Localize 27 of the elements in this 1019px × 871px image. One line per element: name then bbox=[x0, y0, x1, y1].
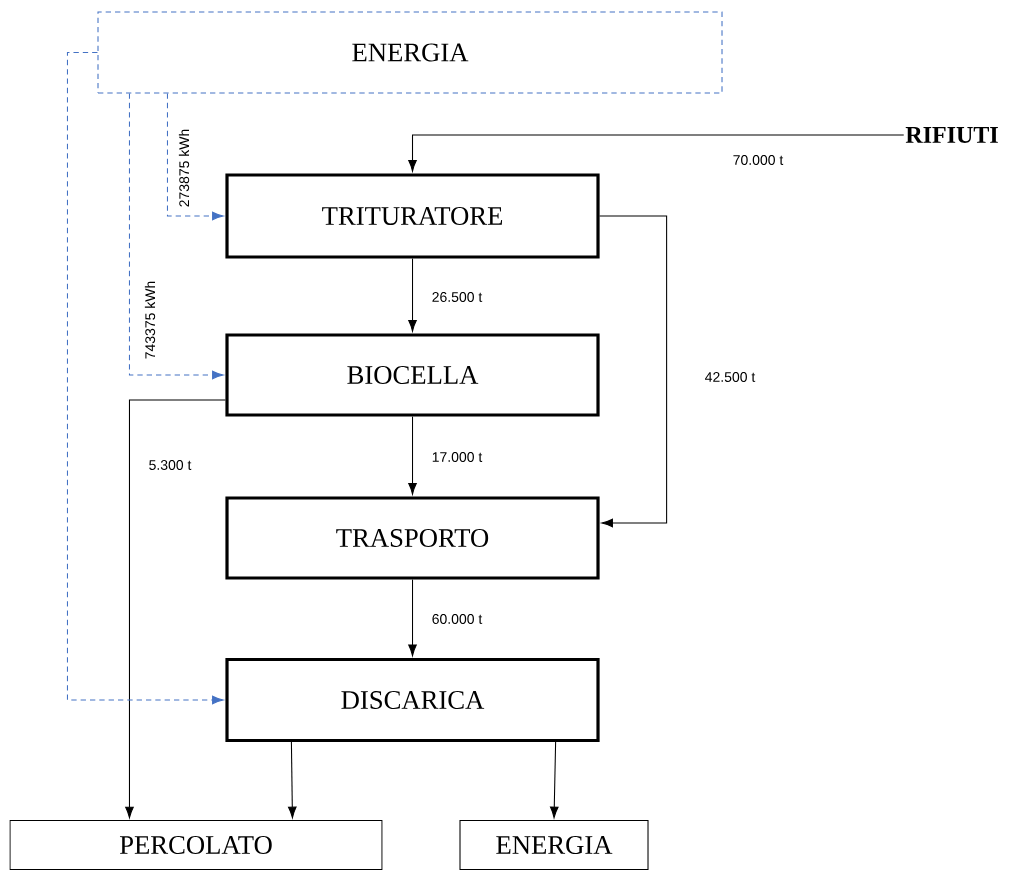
edge-label: 42.500 t bbox=[703, 370, 757, 384]
edge-label: 5.300 t bbox=[147, 458, 193, 472]
arrow bbox=[128, 93, 224, 380]
arrow bbox=[166, 93, 224, 221]
arrow bbox=[408, 416, 417, 495]
process-box: TRASPORTO bbox=[225, 496, 600, 580]
process-box: DISCARICA bbox=[225, 657, 600, 743]
edge-label: 60.000 t bbox=[430, 612, 484, 626]
process-box: ENERGIA bbox=[97, 11, 723, 94]
edge-label: 273875 kWh bbox=[177, 127, 191, 209]
process-box: BIOCELLA bbox=[225, 333, 600, 417]
arrow bbox=[288, 741, 297, 819]
source-label: RIFIUTI bbox=[905, 127, 998, 143]
edge-label: 17.000 t bbox=[430, 450, 484, 464]
arrow bbox=[408, 258, 417, 332]
arrow bbox=[125, 399, 226, 819]
edge-label: 26.500 t bbox=[430, 290, 484, 304]
process-box: ENERGIA bbox=[459, 819, 649, 871]
process-box: PERCOLATO bbox=[9, 819, 383, 871]
arrow bbox=[408, 579, 417, 657]
edge-label: 70.000 t bbox=[731, 153, 785, 167]
arrow bbox=[66, 51, 224, 705]
arrow bbox=[408, 134, 905, 172]
process-box: TRITURATORE bbox=[225, 173, 600, 259]
arrow bbox=[549, 741, 559, 819]
arrow bbox=[599, 215, 668, 528]
edge-label: 743375 kWh bbox=[143, 279, 157, 361]
